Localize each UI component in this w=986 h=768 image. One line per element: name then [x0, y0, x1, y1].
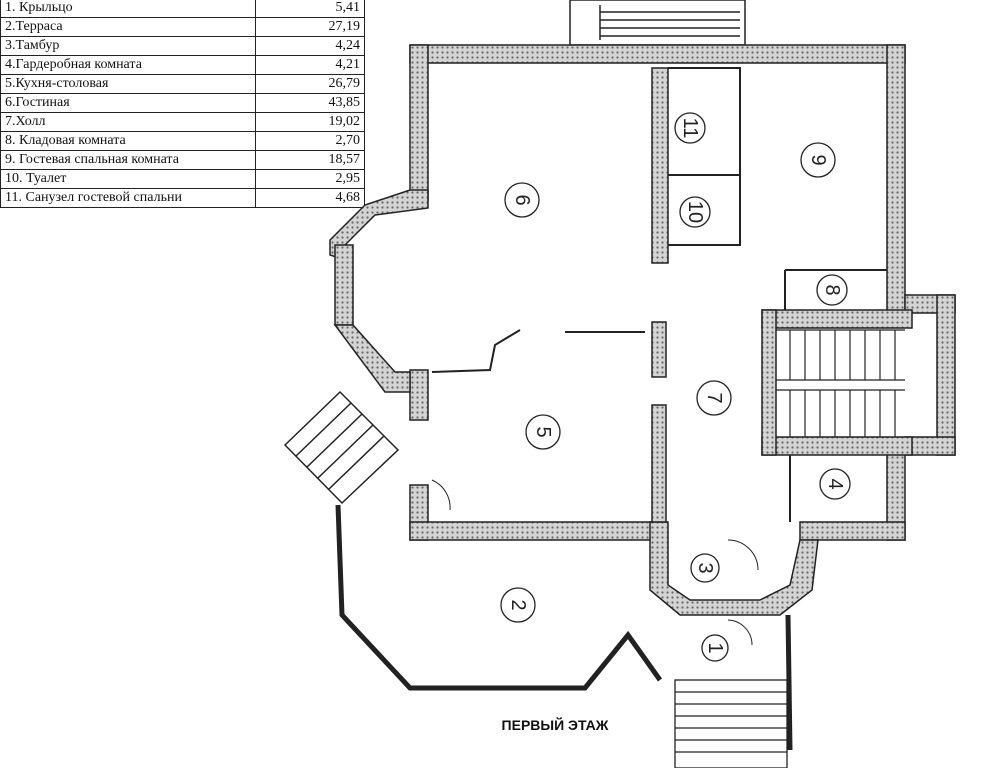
- room-area: 27,19: [255, 17, 365, 37]
- room-area: 18,57: [255, 150, 365, 170]
- terrace: [335, 504, 793, 751]
- exterior-walls: [329, 44, 956, 616]
- room-name: 5.Кухня-столовая: [0, 74, 256, 94]
- room-area: 19,02: [255, 112, 365, 132]
- room-name: 4.Гардеробная комната: [0, 55, 256, 75]
- room-label-3: 3: [694, 562, 716, 573]
- room-label-11: 11: [679, 118, 701, 139]
- room-label-10: 10: [684, 201, 706, 223]
- room-area: 4,24: [255, 36, 365, 56]
- room-label-circles: [500, 112, 851, 662]
- room-label-7: 7: [703, 392, 725, 403]
- room-label-4: 4: [824, 478, 846, 489]
- doors: [431, 479, 759, 646]
- room-label-5: 5: [532, 426, 554, 437]
- room-area: 43,85: [255, 93, 365, 113]
- room-label-2: 2: [507, 599, 529, 610]
- left-stair: [283, 390, 400, 505]
- room-label-1: 1: [704, 642, 726, 653]
- room-area: 4,68: [255, 188, 365, 208]
- room-label-9: 9: [807, 154, 829, 165]
- interior-stair: [776, 329, 905, 437]
- top-stair: [569, 0, 746, 46]
- room-name: 11. Санузел гостевой спальни: [0, 188, 256, 208]
- room-label-6: 6: [511, 194, 533, 205]
- bottom-stair: [674, 679, 788, 768]
- interior-walls: [651, 67, 913, 523]
- room-name: 3.Тамбур: [0, 36, 256, 56]
- floor-title: ПЕРВЫЙ ЭТАЖ: [502, 716, 609, 733]
- room-label-8: 8: [821, 284, 843, 295]
- partitions: [431, 67, 887, 522]
- room-name: 2.Терраса: [0, 17, 256, 37]
